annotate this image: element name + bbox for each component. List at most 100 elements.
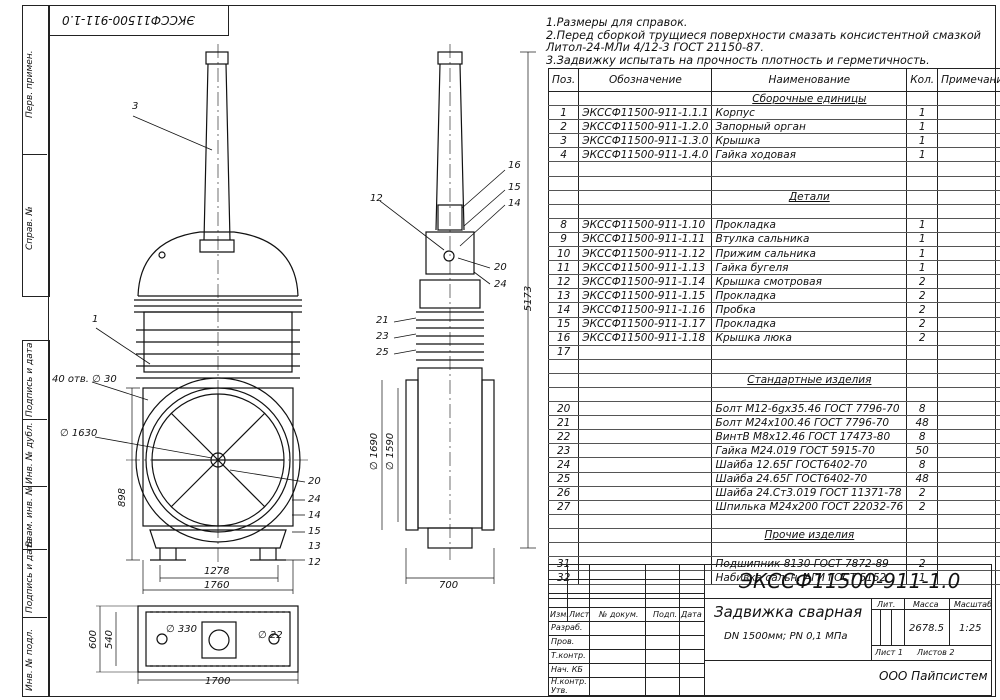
cell-note: [937, 105, 1000, 121]
dim-1630: ∅ 1630: [60, 428, 98, 439]
cell-designation: ЭКССФ11500-911-1.4.0: [578, 147, 713, 163]
cell-note: [937, 302, 1000, 318]
cell-name: Крышка смотровая: [711, 274, 908, 290]
cell-qty: 1: [906, 246, 939, 262]
title-block: ЭКССФ11500-911-1.0 Изм. Лист № докум. По…: [548, 564, 992, 696]
cell-name: Пробка: [711, 302, 908, 318]
cell-pos: 20: [547, 401, 580, 417]
col-izm: Изм.: [550, 610, 569, 619]
cell-qty: 1: [906, 218, 939, 233]
section-row: Прочие изделия: [547, 528, 1000, 544]
callout-21-side: 21: [376, 315, 389, 326]
cell-designation: [578, 472, 713, 487]
drawing-title: Задвижка сварная: [714, 603, 863, 621]
cell-note: [937, 119, 1000, 135]
cell-designation: ЭКССФ11500-911-1.1.1: [578, 105, 713, 121]
header-pos: Поз.: [547, 68, 580, 92]
cell-name: Шайба 12.65Г ГОСТ6402-70: [711, 457, 908, 473]
cell-designation: [578, 486, 713, 501]
section-row: Стандартные изделия: [547, 373, 1000, 388]
cell-qty: [906, 345, 939, 360]
scale-value: 1:25: [959, 623, 982, 634]
cell-qty: 1: [906, 232, 939, 248]
dim-1760: 1760: [204, 580, 230, 591]
empty-row: [547, 359, 1000, 374]
cell-pos: 4: [547, 147, 580, 163]
cell-note: [937, 486, 1000, 501]
dim-898: 898: [117, 487, 129, 508]
cell-note: [937, 331, 1000, 346]
col-doc: № докум.: [599, 610, 639, 619]
cell-pos: 25: [547, 472, 580, 487]
cell-name: Гайка М24.019 ГОСТ 5915-70: [711, 443, 908, 459]
cell-qty: 2: [906, 556, 939, 572]
specification-table: Поз. Обозначение Наименование Кол. Приме…: [547, 68, 1000, 586]
cell-name: Шайба 24.Ст3.019 ГОСТ 11371-78: [711, 486, 908, 501]
cell-name: Запорный орган: [711, 119, 908, 135]
mass-value: 2678.5: [909, 623, 944, 634]
callout-14-side: 14: [508, 198, 521, 209]
cell-qty: 1: [906, 570, 939, 586]
cell-pos: 32: [547, 570, 580, 586]
lit-label: Лит.: [877, 600, 896, 609]
callout-15-front: 15: [308, 526, 321, 537]
cell-qty: 1: [906, 260, 939, 276]
cell-name: Крышка: [711, 133, 908, 149]
cell-qty: 8: [906, 429, 939, 445]
cell-qty: 1: [906, 133, 939, 149]
role-tkontr: Т.контр.: [551, 651, 586, 660]
dim-600: 600: [88, 629, 100, 650]
section-title: Детали: [711, 190, 908, 205]
cell-name: Корпус: [711, 105, 908, 121]
header-note: Примечание: [937, 68, 1000, 92]
cell-qty: 50: [906, 443, 939, 459]
cell-designation: ЭКССФ11500-911-1.13: [578, 260, 713, 276]
cell-pos: 15: [547, 317, 580, 332]
cell-note: [937, 260, 1000, 276]
callout-12-front: 12: [308, 557, 321, 568]
technical-drawing: [91, 44, 536, 684]
cell-designation: ЭКССФ11500-911-1.3.0: [578, 133, 713, 149]
role-nkontr: Н.контр.: [551, 677, 587, 686]
cell-name: Болт М24х100.46 ГОСТ 7796-70: [711, 415, 908, 431]
empty-row: [547, 176, 1000, 191]
cell-name: Прижим сальника: [711, 246, 908, 262]
cell-name: ВинтВ М8х12.46 ГОСТ 17473-80: [711, 429, 908, 445]
cell-note: [937, 472, 1000, 487]
callout-15-side: 15: [508, 182, 521, 193]
cell-designation: [578, 443, 713, 459]
table-header-row: Поз. Обозначение Наименование Кол. Приме…: [547, 68, 1000, 92]
cell-pos: 14: [547, 302, 580, 318]
cell-qty: 2: [906, 486, 939, 501]
cell-note: [937, 556, 1000, 572]
mass-label: Масса: [913, 600, 939, 609]
sheets-label: Листов 2: [917, 648, 955, 657]
callout-24-side: 24: [494, 279, 507, 290]
cell-pos: 21: [547, 415, 580, 431]
dim-540: 540: [104, 629, 116, 650]
sheet-label: Лист 1: [875, 648, 903, 657]
cell-pos: 17: [547, 345, 580, 360]
dim-22: ∅ 22: [258, 630, 283, 641]
doc-number: ЭКССФ11500-911-1.0: [739, 569, 961, 593]
table-row: 17: [547, 345, 1000, 360]
dim-holes: 40 отв. ∅ 30: [52, 374, 117, 385]
cell-designation: [578, 457, 713, 473]
cell-designation: [578, 345, 713, 360]
left-column-bottom: Подпись и дата Инв. № дубл. Взам. инв. №…: [22, 340, 50, 697]
cell-designation: ЭКССФ11500-911-1.16: [578, 302, 713, 318]
cell-designation: ЭКССФ11500-911-1.12: [578, 246, 713, 262]
